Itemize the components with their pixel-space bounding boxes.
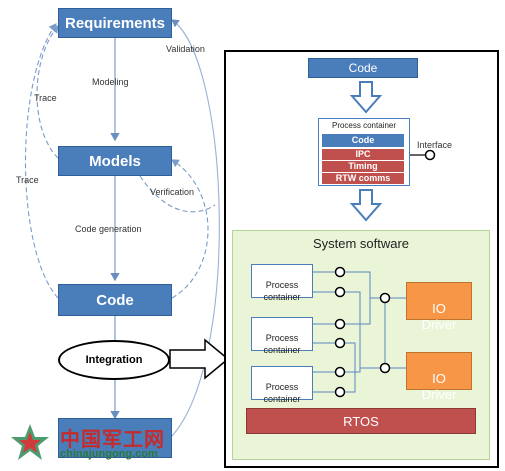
- process-container-title: Process container: [331, 121, 397, 130]
- label-validation: Validation: [166, 44, 205, 54]
- io-driver-1-label: IO Driver: [421, 301, 457, 332]
- pc-row-code: Code: [322, 134, 404, 147]
- process-container-1-label: Process container: [263, 280, 301, 302]
- star-logo-icon: [11, 424, 49, 460]
- process-container-box: Process container Code IPC Timing RTW co…: [318, 118, 410, 186]
- integration-label: Integration: [85, 354, 143, 366]
- watermark-url: chinajungong.com: [60, 448, 158, 460]
- label-verification: Verification: [150, 187, 195, 197]
- models-box: Models: [58, 146, 172, 176]
- process-container-3: Process container: [251, 366, 313, 404]
- code-box-left: Code: [58, 284, 172, 316]
- watermark-chinese: 中国军工网: [60, 427, 165, 451]
- io-driver-2-label: IO Driver: [421, 371, 457, 402]
- process-container-2: Process container: [251, 317, 313, 355]
- interface-label: Interface: [417, 140, 453, 150]
- process-container-2-label: Process container: [263, 333, 301, 355]
- pc-row-ipc: IPC: [322, 149, 404, 160]
- io-driver-2: IO Driver: [406, 352, 472, 402]
- label-trace-2: Trace: [16, 175, 39, 185]
- system-software-title: System software: [312, 236, 410, 251]
- label-modeling: Modeling: [92, 77, 129, 87]
- pc-row-rtw-comms: RTW comms: [322, 173, 404, 184]
- pc-row-timing: Timing: [322, 161, 404, 172]
- code-label-right: Code: [348, 61, 378, 75]
- io-driver-1: IO Driver: [406, 282, 472, 332]
- integration-ellipse: Integration: [58, 340, 170, 380]
- code-label-left: Code: [96, 291, 134, 309]
- code-box-right: Code: [308, 58, 418, 78]
- process-container-3-label: Process container: [263, 382, 301, 404]
- label-code-generation: Code generation: [75, 224, 142, 234]
- rtos-bar: RTOS: [246, 408, 476, 434]
- label-trace-1: Trace: [34, 93, 57, 103]
- rtos-label: RTOS: [343, 413, 379, 429]
- bottom-box: [58, 418, 172, 458]
- requirements-box: Requirements: [58, 8, 172, 38]
- requirements-label: Requirements: [64, 14, 166, 32]
- process-container-1: Process container: [251, 264, 313, 302]
- models-label: Models: [89, 152, 141, 170]
